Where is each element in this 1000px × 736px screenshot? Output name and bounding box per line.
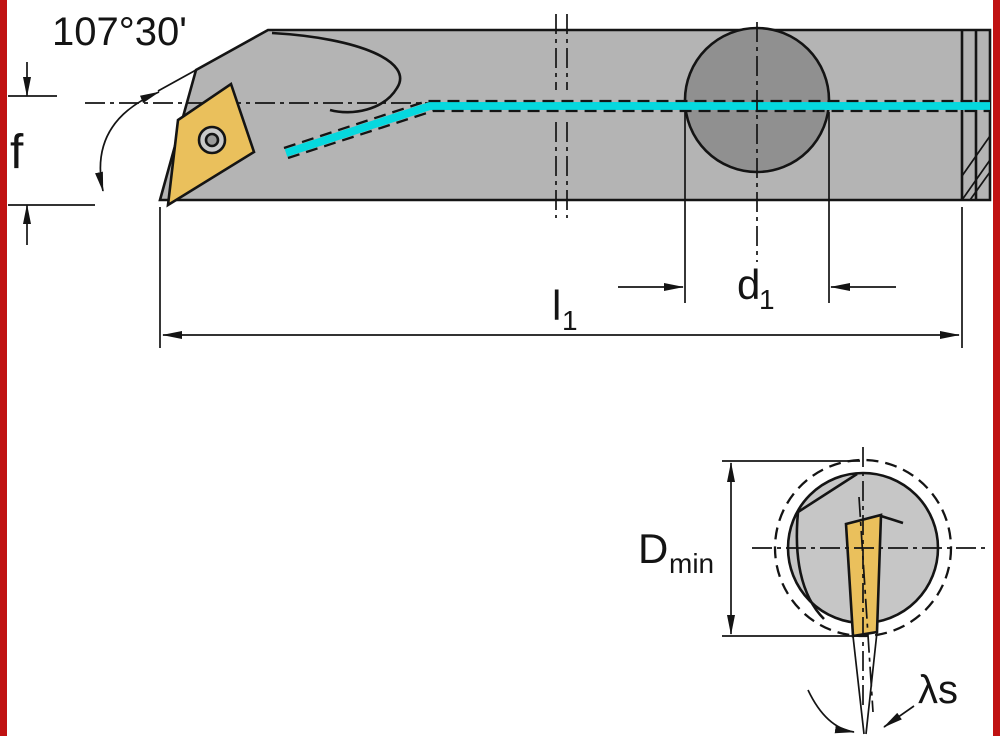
d1-label-sub: 1: [759, 284, 775, 315]
tool-body: [158, 28, 992, 202]
tip-angle-dimension: 107°30': [52, 10, 187, 192]
lambda-edge-right: [865, 631, 878, 735]
dmin-dimension: D min: [638, 460, 866, 637]
lambda-edge-left: [852, 635, 865, 735]
insert-axis-centerline: [858, 496, 874, 713]
pocket-flat-line: [797, 472, 858, 514]
chamfer-extension-line: [157, 69, 197, 92]
tip-angle-label: 107°30': [52, 10, 187, 54]
coolant-channel: [284, 102, 990, 157]
l1-dimension: l 1: [159, 207, 963, 348]
f-label: f: [10, 126, 24, 179]
dmin-label-sub: min: [669, 548, 714, 579]
lambda-s-annotation: λs: [883, 668, 958, 728]
f-dimension: f: [8, 62, 95, 245]
shank-hatch-1: [961, 159, 991, 201]
pocket-top-edge: [880, 514, 904, 525]
l1-label: l: [552, 282, 561, 329]
shank-hatch-3: [969, 171, 991, 201]
break-lines: [555, 14, 568, 218]
l1-label-sub: 1: [562, 305, 578, 336]
insert-screw-core: [204, 132, 220, 148]
left-red-border: [0, 0, 7, 736]
lambda-s-leader-arrow: [883, 705, 915, 728]
coolant-channel-edge-bottom: [287, 109, 990, 160]
dmin-label: D: [638, 525, 668, 572]
d1-label: d: [737, 261, 760, 308]
tip-angle-arc: [95, 91, 160, 192]
lambda-arc-arrow: [807, 689, 855, 734]
section-view: D min λs: [638, 447, 985, 735]
lambda-s-label: λs: [918, 668, 958, 712]
shank-hatch-2: [961, 135, 991, 177]
pocket-contour: [795, 511, 825, 620]
head-contour-curve: [271, 31, 402, 114]
d1-dimension: d 1: [618, 112, 896, 315]
right-red-border: [993, 0, 1000, 736]
main-view: 107°30' f d 1 l 1: [8, 10, 992, 348]
